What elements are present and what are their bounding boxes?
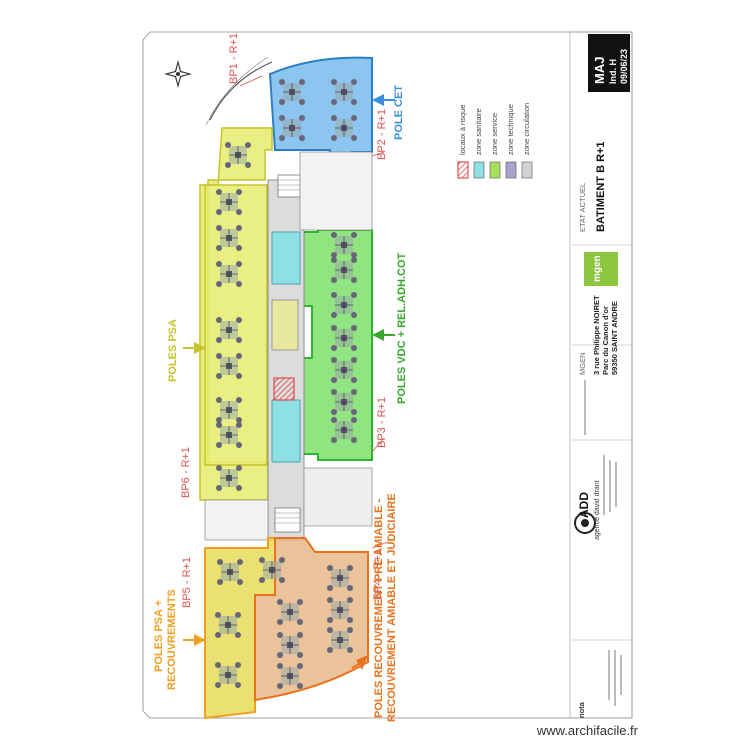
zone-sanitaire-1: [271, 231, 301, 285]
mgen-logo-box: [584, 252, 618, 286]
bp-leader-lines: [239, 75, 389, 549]
pointer-arrows: [183, 94, 395, 670]
label-bp1: BP1 - R+1: [228, 32, 240, 84]
label-pole-cet: POLE CET: [393, 84, 405, 140]
titleblock-date: 09/06/23: [619, 48, 629, 84]
agency-logo-icon: [574, 512, 596, 534]
north-compass-icon: [164, 60, 192, 88]
maj-box: [588, 34, 630, 92]
titleblock-agency-line: agence david drant: [594, 480, 601, 540]
office-block-bp6: [204, 499, 269, 541]
zone-service: [271, 299, 299, 351]
titleblock-frame: [569, 31, 633, 719]
zone-locaux-risque: [273, 377, 295, 401]
label-psa-recouv-2: RECOUVREMENTS: [166, 589, 178, 690]
titleblock-etat: ETAT ACTUEL: [578, 182, 587, 232]
label-recouv-1: POLES RECOUVREMENT PRE AMIABLE -: [373, 499, 385, 718]
titleblock-agency-logo: ADD: [577, 492, 591, 518]
titleblock-maj: MAJ: [592, 56, 607, 84]
legend-swatch-sanitaire: [473, 161, 485, 179]
legend: [457, 161, 533, 179]
label-bp3: BP3 - R+1: [376, 396, 388, 448]
watermark: www.archifacile.fr: [536, 723, 638, 738]
legend-label-circulation: zone circulation: [522, 102, 531, 155]
titleblock-notes-title: nota: [577, 702, 586, 718]
label-psa-recouv-1: POLES PSA +: [153, 599, 165, 672]
label-bp6: BP6 - R+1: [180, 446, 192, 498]
curved-facade: [209, 61, 273, 121]
legend-label-risque: locaux à risque: [458, 104, 467, 155]
titleblock-mgen-logo: mgen: [592, 255, 603, 282]
label-recouv-2: RECOUVREMENT AMIABLE ET JUDICIAIRE: [386, 493, 398, 722]
legend-label-service: zone service: [490, 112, 499, 155]
legend-swatch-service: [489, 161, 501, 179]
label-bp2: BP2 - R+1: [376, 108, 388, 160]
legend-swatch-technique: [505, 161, 517, 179]
titleblock-address-2: Parc du Canon d'or: [601, 306, 610, 375]
label-pole-psa: POLES PSA: [167, 319, 179, 382]
label-pole-vdc: POLES VDC + REL.ADH.COT: [396, 252, 408, 404]
zone-sanitaire-2: [271, 399, 301, 463]
office-block-bp2: [299, 151, 373, 231]
legend-swatch-risque: [457, 161, 469, 179]
titleblock-address-1: 3 rue Philippe NOIRET: [592, 295, 601, 375]
titleblock-fine-print: [584, 380, 622, 706]
stair-bottom: [274, 507, 301, 533]
label-bp5: BP5 - R+1: [181, 556, 193, 608]
titleblock-ind: Ind. H: [608, 59, 618, 84]
legend-label-sanitaire: zone sanitaire: [474, 108, 483, 155]
office-block-bp3: [303, 467, 373, 527]
titleblock-batiment: BATIMENT B R+1: [595, 141, 607, 232]
titleblock-client: MGEN: [578, 352, 587, 376]
stair-top: [277, 174, 301, 198]
legend-label-technique: zone technique: [506, 104, 515, 155]
legend-swatch-circulation: [521, 161, 533, 179]
titleblock-address-3: 59350 SAINT ANDRE: [610, 301, 619, 375]
